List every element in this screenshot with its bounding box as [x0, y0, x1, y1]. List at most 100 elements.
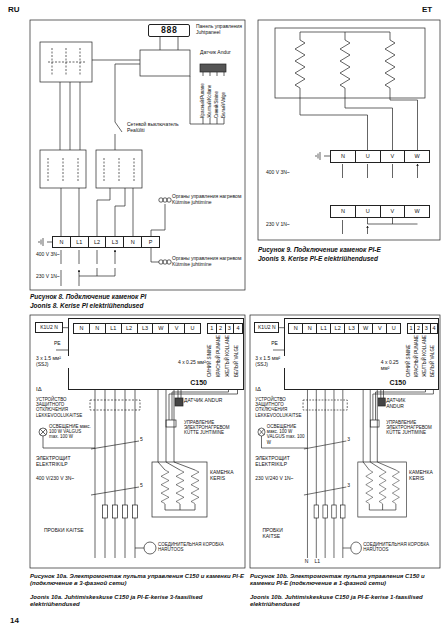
- callout-label: ПРОБКИ KAITSE: [262, 528, 298, 540]
- figure-10-frames: [30, 315, 440, 568]
- terminal-strip: NL1L2L3NP: [52, 236, 160, 248]
- figure-9-wiring: [258, 20, 440, 240]
- callout-label: 4 x 0.25 мм²: [178, 360, 206, 366]
- terminal-label: P: [141, 237, 159, 247]
- wire-color-label: Красный/Punane: [200, 76, 205, 118]
- callout-label: 3: [347, 437, 352, 443]
- terminal-label: L2: [88, 237, 106, 247]
- callout-label: PE: [271, 341, 284, 347]
- terminal-label: N: [89, 324, 105, 333]
- callout-label: Органы управления нагревом Kütmise juhti…: [172, 256, 242, 268]
- terminal-label: N: [302, 324, 316, 333]
- callout-label: КАМЕНКА KERIS: [210, 470, 243, 482]
- callout-label: IΔ: [255, 386, 266, 393]
- figure-caption: Joonis 10a. Juhtimiskeskuse C150 ja PI-E…: [30, 594, 245, 608]
- terminal-label: 3: [422, 324, 430, 333]
- display-panel: 888: [148, 24, 190, 37]
- terminal-label: W: [404, 151, 429, 162]
- callout-label: ДАТЧИК ANDUR: [386, 398, 422, 410]
- figure-8-wiring: [30, 20, 245, 290]
- terminal-label: U: [355, 151, 380, 162]
- figure-caption: Joonis 8. Kerise PI elektriühendused: [30, 302, 245, 309]
- terminal-label: L3: [344, 324, 358, 333]
- callout-label: УПРАВЛЕНИЕ ЭЛЕКТРОНАГРЕВОМ KÜTTE JUHTIMI…: [386, 420, 438, 436]
- callout-label: 5: [140, 483, 146, 489]
- callout-label: УСТРОЙСТВО ЗАЩИТНОГО ОТКЛЮЧЕНИЯ LEKKEVOO…: [255, 397, 302, 418]
- callout-label: СОЕДИНИТЕЛЬНАЯ КОРОБКА HARUTOOS: [363, 542, 435, 552]
- terminal-label: 1: [208, 324, 216, 333]
- wire-color-label: КРАСНЫЙ PUNANE: [216, 335, 221, 377]
- terminal-label: N: [74, 324, 89, 333]
- callout-label: Панель управления Juhtpaneel: [196, 24, 244, 36]
- terminal-label: L3: [137, 324, 153, 333]
- terminal-label: V: [380, 206, 405, 217]
- figure-caption: Рисунок 9. Подключение каменок PI-E: [258, 246, 440, 253]
- terminal-label: K1U2 N: [255, 323, 278, 332]
- callout-label: 3: [347, 483, 352, 489]
- terminal-label: W: [152, 324, 168, 333]
- figure-caption: Рисунок 10a. Электромонтаж пульта управл…: [30, 573, 245, 587]
- terminal-label: 4: [430, 324, 438, 333]
- display-digits: 888: [149, 25, 189, 36]
- terminal-strip: NUVW: [330, 150, 430, 163]
- terminal-box: K1U2 N: [35, 322, 63, 333]
- page-marker: 14: [10, 616, 30, 625]
- callout-label: ЭЛЕКТРОЩИТ ELEKTRIKILP: [255, 456, 296, 468]
- terminal-label: L3: [105, 237, 123, 247]
- terminal-label: 1: [408, 324, 415, 333]
- callout-label: Датчик Andur: [200, 50, 240, 56]
- terminal-label: N: [331, 151, 355, 162]
- callout-label: 400 V/230 V 3N~: [36, 476, 88, 482]
- terminal-label: 3: [225, 324, 234, 333]
- wire-color-label: Синий/Sinine: [214, 76, 219, 118]
- figure-caption: Рисунок 8. Подключение каменок PI: [30, 293, 245, 300]
- wire-color-label: Белый/Valge: [221, 76, 226, 118]
- terminal-label: L1: [105, 324, 121, 333]
- terminal-label: N: [53, 237, 70, 247]
- terminal-label: V: [168, 324, 184, 333]
- terminal-label: V: [372, 324, 386, 333]
- terminal-label: L2: [121, 324, 137, 333]
- callout-label: IΔ: [36, 386, 48, 393]
- callout-label: ДАТЧИК ANDUR: [184, 398, 224, 404]
- callout-label: 400 V 3N~: [266, 170, 296, 176]
- terminal-strip: 1234: [407, 323, 439, 334]
- terminal-label: U: [355, 206, 380, 217]
- callout-label: ОСВЕЩЕНИЕ макс. 100 W VALGUS max. 100 W: [49, 424, 91, 440]
- callout-label: 230 V 1N~: [36, 274, 60, 280]
- terminal-strip: NNL1L2L3WVU: [73, 323, 201, 334]
- callout-label: N: [305, 559, 311, 565]
- terminal-label: 2: [414, 324, 422, 333]
- terminal-label: 2: [216, 324, 225, 333]
- figure-caption: Joonis 10b. Juhtimiskeskuse C150 ja PI-E…: [250, 594, 440, 608]
- wire-color-label: СИНИЙ SININE: [406, 335, 411, 377]
- terminal-strip: 1234: [207, 323, 243, 334]
- callout-label: 4 x 0.25 мм²: [381, 360, 406, 372]
- terminal-label: L1: [70, 237, 88, 247]
- callout-label: Сетевой выключатель Pealüliti: [127, 122, 187, 134]
- callout-label: УПРАВЛЕНИЕ ЭЛЕКТРОНАГРЕВОМ KÜTTE JUHTIMI…: [184, 420, 242, 436]
- callout-label: 3 x 1.5 мм² (SSJ): [255, 356, 287, 368]
- callout-label: СОЕДИНИТЕЛЬНАЯ КОРОБКА HARUTOOS: [158, 542, 238, 552]
- callout-label: ЭЛЕКТРОЩИТ ELEKTRIKILP: [36, 456, 82, 468]
- callout-label: ОСВЕЩЕНИЕ макс. 100 W VALGUS max. 100 W: [267, 424, 305, 445]
- terminal-label: K1U2 N: [36, 323, 62, 332]
- figure-caption: Рисунок 10b. Электромонтаж пульта управл…: [250, 573, 440, 587]
- page-marker: ET: [422, 5, 438, 14]
- terminal-label: L1: [316, 324, 330, 333]
- callout-label: PE: [54, 341, 68, 347]
- page-marker: RU: [8, 5, 24, 14]
- unit-name: C150: [389, 379, 406, 386]
- terminal-label: U: [386, 324, 400, 333]
- terminal-label: V: [380, 151, 405, 162]
- callout-label: 230 V 1N~: [266, 222, 296, 228]
- terminal-box: K1U2 N: [254, 322, 279, 333]
- terminal-strip: NUVW: [330, 205, 430, 218]
- unit-name: C150: [190, 379, 207, 386]
- wire-color-label: БЕЛЫЙ VALGE: [430, 335, 435, 377]
- callout-label: ПРОБКИ KAITSE: [44, 528, 84, 534]
- wire-color-label: ЖЕЛТЫЙ KOLLANE: [225, 335, 230, 377]
- wire-color-label: БЕЛЫЙ VALGE: [234, 335, 239, 377]
- figure-caption: Joonis 9. Kerise PI-E elektriühendused: [258, 255, 440, 262]
